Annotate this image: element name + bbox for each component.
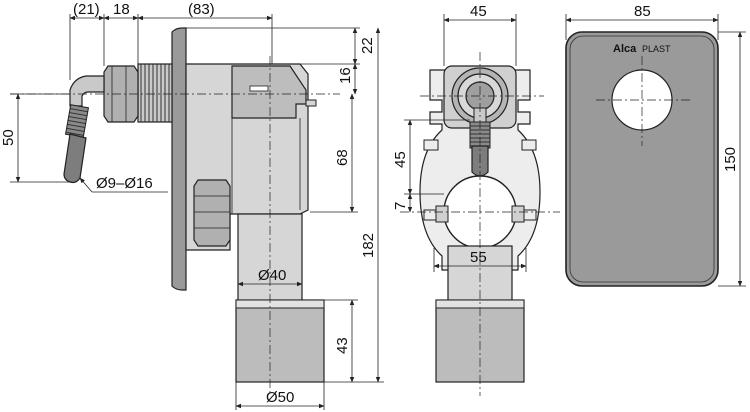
dim-front-outlet-offset: 7 xyxy=(392,202,409,210)
wall-flange xyxy=(171,27,187,291)
outlet-sleeve xyxy=(235,299,325,383)
hose-elbow xyxy=(69,75,105,107)
siphon-top-chamber xyxy=(231,65,307,119)
dim-pipe-diameter: Ø40 xyxy=(258,267,286,284)
side-port-nut xyxy=(193,179,231,247)
cover-plate-dimensions: 85 150 xyxy=(565,3,746,287)
dim-total-height: 182 xyxy=(360,233,377,258)
dim-outlet-offset: 16 xyxy=(337,67,354,84)
logo-brand-light: PLAST xyxy=(642,44,671,54)
cover-plate xyxy=(565,31,719,287)
hose-barb xyxy=(64,104,90,138)
side-view xyxy=(10,27,340,396)
hose-tube xyxy=(63,133,87,184)
dim-inlet-height: 50 xyxy=(0,129,17,146)
dim-inlet-to-outlet: 45 xyxy=(392,151,409,168)
dim-front-width: 45 xyxy=(470,3,487,20)
threaded-barrel xyxy=(137,63,173,123)
dim-cup-diameter: Ø50 xyxy=(266,389,294,406)
dim-top-offset: (21) xyxy=(73,1,100,18)
dim-plate-width: 85 xyxy=(634,3,651,20)
cover-plate-view: Alca PLAST xyxy=(565,31,719,287)
dim-cup-height: 43 xyxy=(334,337,351,354)
dim-nut-width: 18 xyxy=(113,1,130,18)
dim-plate-height: 150 xyxy=(722,147,739,172)
dim-outlet-width: 55 xyxy=(470,249,487,266)
dim-top-height: 22 xyxy=(359,37,376,54)
side-view-dimensions: (21) 18 (83) 22 16 68 182 43 Ø40 Ø50 xyxy=(0,1,384,410)
dim-hose-diameter: Ø9–Ø16 xyxy=(96,175,153,192)
dim-drop-height: 68 xyxy=(334,149,351,166)
logo-brand-bold: Alca xyxy=(613,43,637,55)
front-view-dimensions: 45 45 7 55 xyxy=(392,3,527,272)
front-view xyxy=(400,52,560,396)
dim-thread-length: (83) xyxy=(188,1,215,18)
